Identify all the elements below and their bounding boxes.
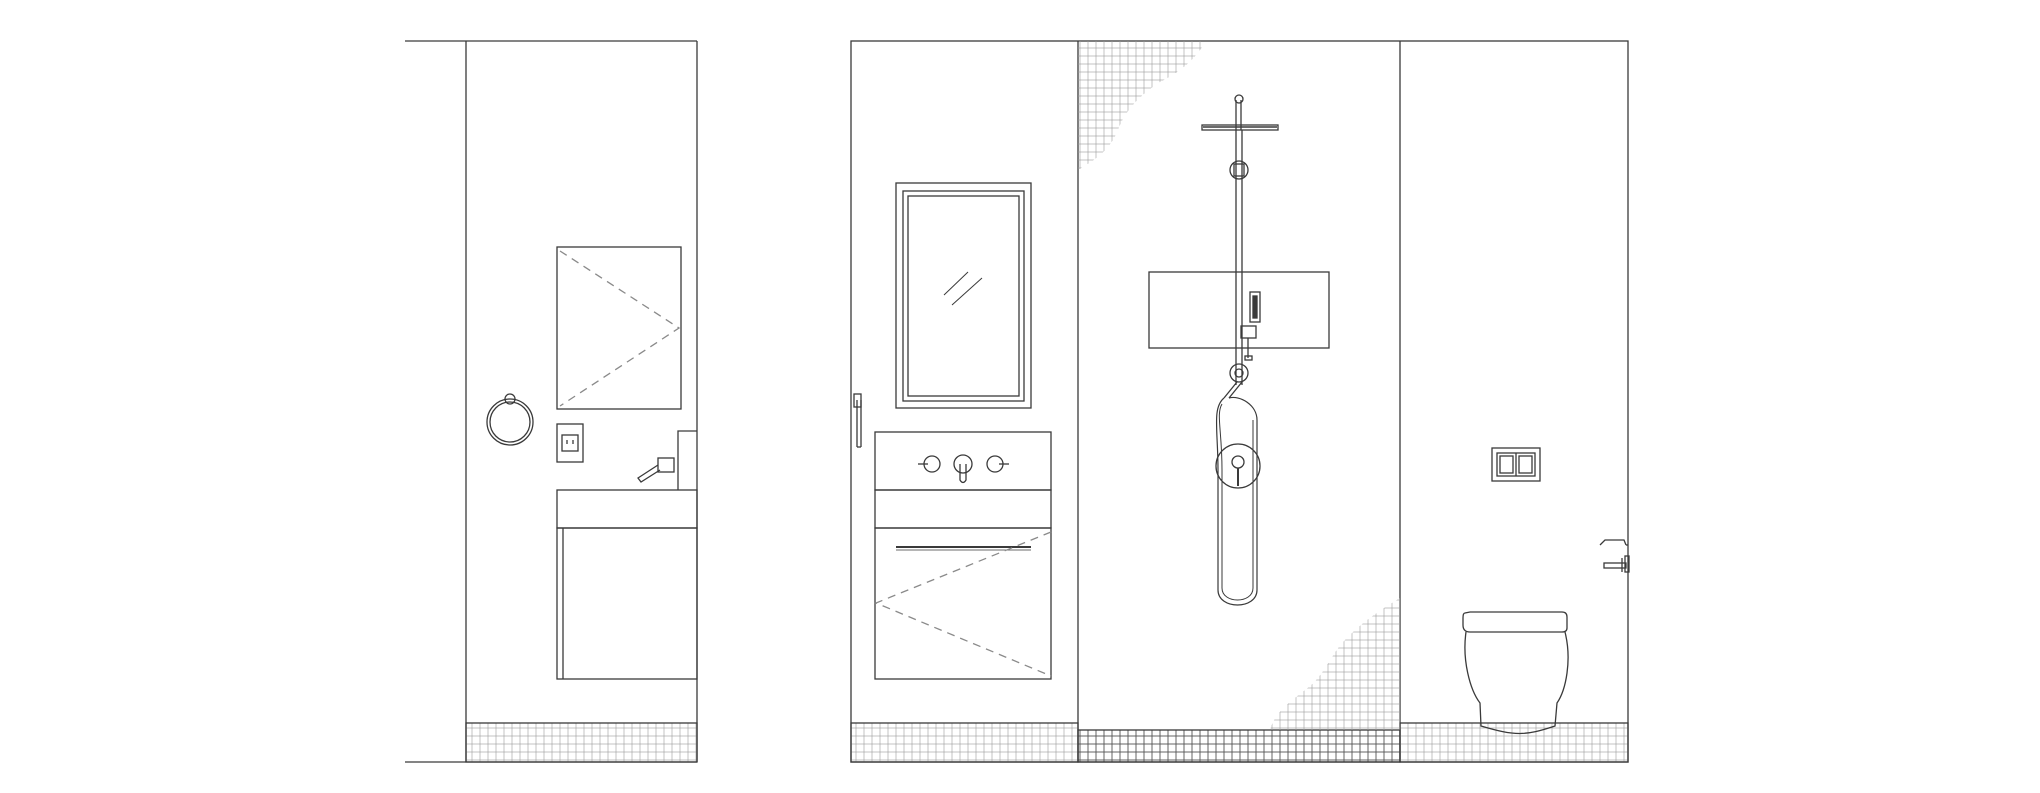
shower-niche xyxy=(1148,271,1330,349)
hand-shower-hose-icon xyxy=(1215,396,1258,606)
cabinet-swing-lines xyxy=(559,250,681,407)
wall-cabinet-mirror xyxy=(556,246,682,410)
floor-tile-band xyxy=(465,722,698,763)
main-elevation xyxy=(850,40,1630,763)
wall-faucet-icon xyxy=(637,430,697,490)
vanity-countertop xyxy=(556,489,698,529)
hand-shower-hose-inner xyxy=(1218,403,1254,601)
side-elevation xyxy=(405,40,698,763)
hand-shower-head xyxy=(1249,291,1261,323)
towel-bar-icon xyxy=(853,393,862,448)
vanity-drawer xyxy=(874,489,1052,529)
cabinet-swing-lines xyxy=(874,531,1052,677)
vanity-cabinet-main xyxy=(874,527,1052,680)
floor-tile-vanity xyxy=(850,722,1079,763)
wall-outlet-icon xyxy=(556,423,584,463)
three-hole-faucet-icon xyxy=(918,454,1009,484)
mirror-reflection-line xyxy=(951,277,983,306)
vanity-cabinet xyxy=(556,527,698,680)
floor-tile-wc xyxy=(1399,722,1629,763)
floor-tile-shower xyxy=(1077,729,1401,763)
tile-accent-bottom xyxy=(1270,598,1400,730)
shower-mixer-valve-icon xyxy=(1215,443,1261,489)
framed-mirror xyxy=(895,182,1032,409)
rain-shower-column-icon xyxy=(1201,94,1279,399)
flush-plate-icon xyxy=(1491,447,1541,482)
wall-hung-toilet-icon xyxy=(1462,611,1569,735)
tile-accent-top xyxy=(1078,41,1206,170)
vanity-unit xyxy=(874,431,1052,680)
slide-bracket xyxy=(1240,325,1257,339)
mirror-reflection-line xyxy=(943,271,969,296)
towel-ring-icon xyxy=(486,393,534,446)
vanity-backsplash xyxy=(874,431,1052,491)
toilet-paper-holder-icon xyxy=(1599,539,1630,573)
